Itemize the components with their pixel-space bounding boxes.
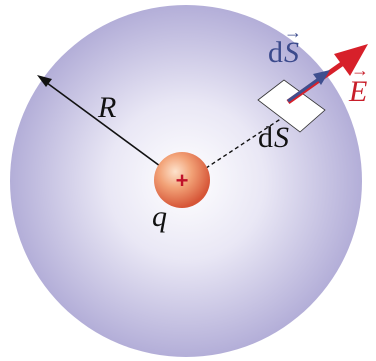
point-charge (154, 152, 210, 208)
radius-line (42, 79, 161, 167)
area-vector-label-d: d (268, 36, 283, 69)
charge-sign: + (176, 168, 189, 193)
radius-label: R (97, 91, 116, 124)
field-label-arrow: → (351, 60, 369, 80)
dashed-line-to-surface (199, 117, 283, 173)
field-label: E (348, 75, 367, 108)
area-element-label-s: S (274, 121, 289, 154)
area-vector-head (313, 70, 330, 85)
area-vector-shaft (287, 76, 321, 103)
area-element-label-d: d (258, 121, 273, 154)
area-vector-label-arrow: → (284, 22, 302, 42)
radius-arrowhead (37, 75, 52, 87)
charge-label: q (152, 200, 167, 233)
field-vector-head (334, 44, 368, 76)
area-vector-label-s: S (284, 36, 299, 69)
surface-element-patch (257, 79, 326, 133)
